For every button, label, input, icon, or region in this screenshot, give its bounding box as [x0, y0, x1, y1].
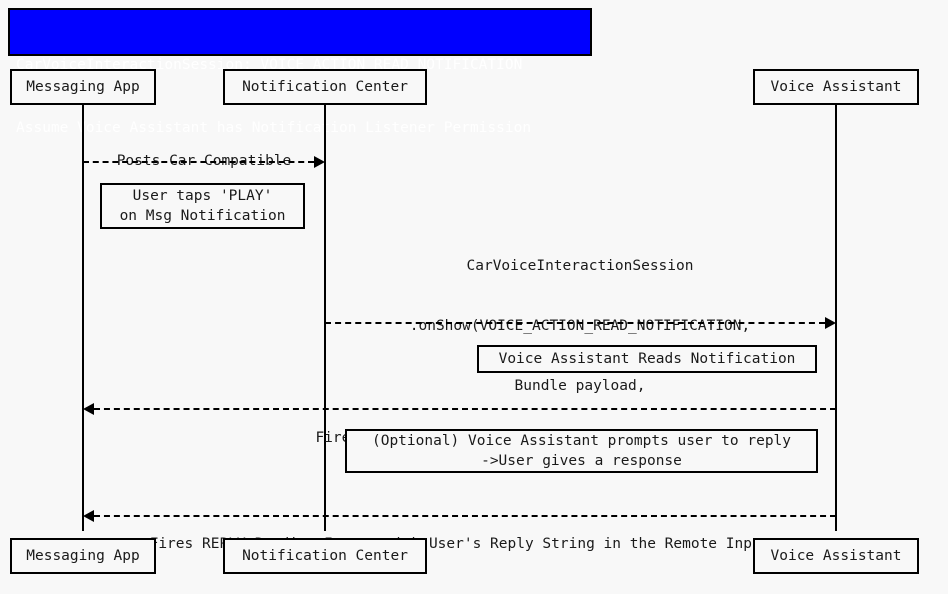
- participant-voice-assistant-bottom[interactable]: Voice Assistant: [753, 538, 919, 574]
- note-line-1: (Optional) Voice Assistant prompts user …: [371, 433, 792, 449]
- diagram-title-note: CarVoiceInteractionSession: VOICE_ACTION…: [8, 8, 592, 136]
- message-label-reply-pending-intent: Fires REPLY Pending Intent with User's R…: [83, 494, 836, 594]
- arrow-head-right-icon: [825, 317, 836, 329]
- arrow-head-right-icon: [314, 156, 325, 168]
- message-line-2: .onShow(VOICE_ACTION_READ_NOTIFICATION,: [409, 318, 751, 334]
- participant-label: Notification Center: [242, 548, 408, 564]
- note-voice-assistant-reads: Voice Assistant Reads Notification: [477, 345, 817, 373]
- note-line-2: ->User gives a response: [481, 453, 682, 469]
- participant-messaging-app-bottom[interactable]: Messaging App: [10, 538, 156, 574]
- participant-label: Messaging App: [26, 548, 140, 564]
- arrow-head-left-icon: [83, 510, 94, 522]
- message-arrow-mark-as-read: [94, 408, 836, 410]
- note-line-2: on Msg Notification: [119, 208, 286, 224]
- message-arrow-reply-pending-intent: [94, 515, 836, 517]
- lifeline-voice-assistant: [835, 104, 837, 531]
- message-arrow-posts-notification: [83, 161, 314, 163]
- lifeline-notification-center: [324, 104, 326, 531]
- participant-notification-center-top[interactable]: Notification Center: [223, 69, 427, 105]
- note-line-1: User taps 'PLAY': [132, 188, 273, 204]
- participant-voice-assistant-top[interactable]: Voice Assistant: [753, 69, 919, 105]
- participant-label: Voice Assistant: [770, 79, 902, 95]
- note-line-1: Voice Assistant Reads Notification: [498, 351, 796, 367]
- note-user-taps-play: User taps 'PLAY' on Msg Notification: [100, 183, 305, 229]
- message-line-1: Fires REPLY Pending Intent with User's R…: [149, 536, 770, 552]
- title-note-line-2: Assume Voice Assistant has Notification …: [16, 120, 532, 136]
- participant-notification-center-bottom[interactable]: Notification Center: [223, 538, 427, 574]
- message-arrow-onshow-call: [325, 322, 825, 324]
- note-optional-prompt-user: (Optional) Voice Assistant prompts user …: [345, 429, 818, 473]
- participant-messaging-app-top[interactable]: Messaging App: [10, 69, 156, 105]
- lifeline-messaging-app: [82, 104, 84, 531]
- message-line-1: CarVoiceInteractionSession: [466, 258, 694, 274]
- arrow-head-left-icon: [83, 403, 94, 415]
- participant-label: Notification Center: [242, 79, 408, 95]
- message-line-3: Bundle payload,: [514, 378, 646, 394]
- participant-label: Voice Assistant: [770, 548, 902, 564]
- participant-label: Messaging App: [26, 79, 140, 95]
